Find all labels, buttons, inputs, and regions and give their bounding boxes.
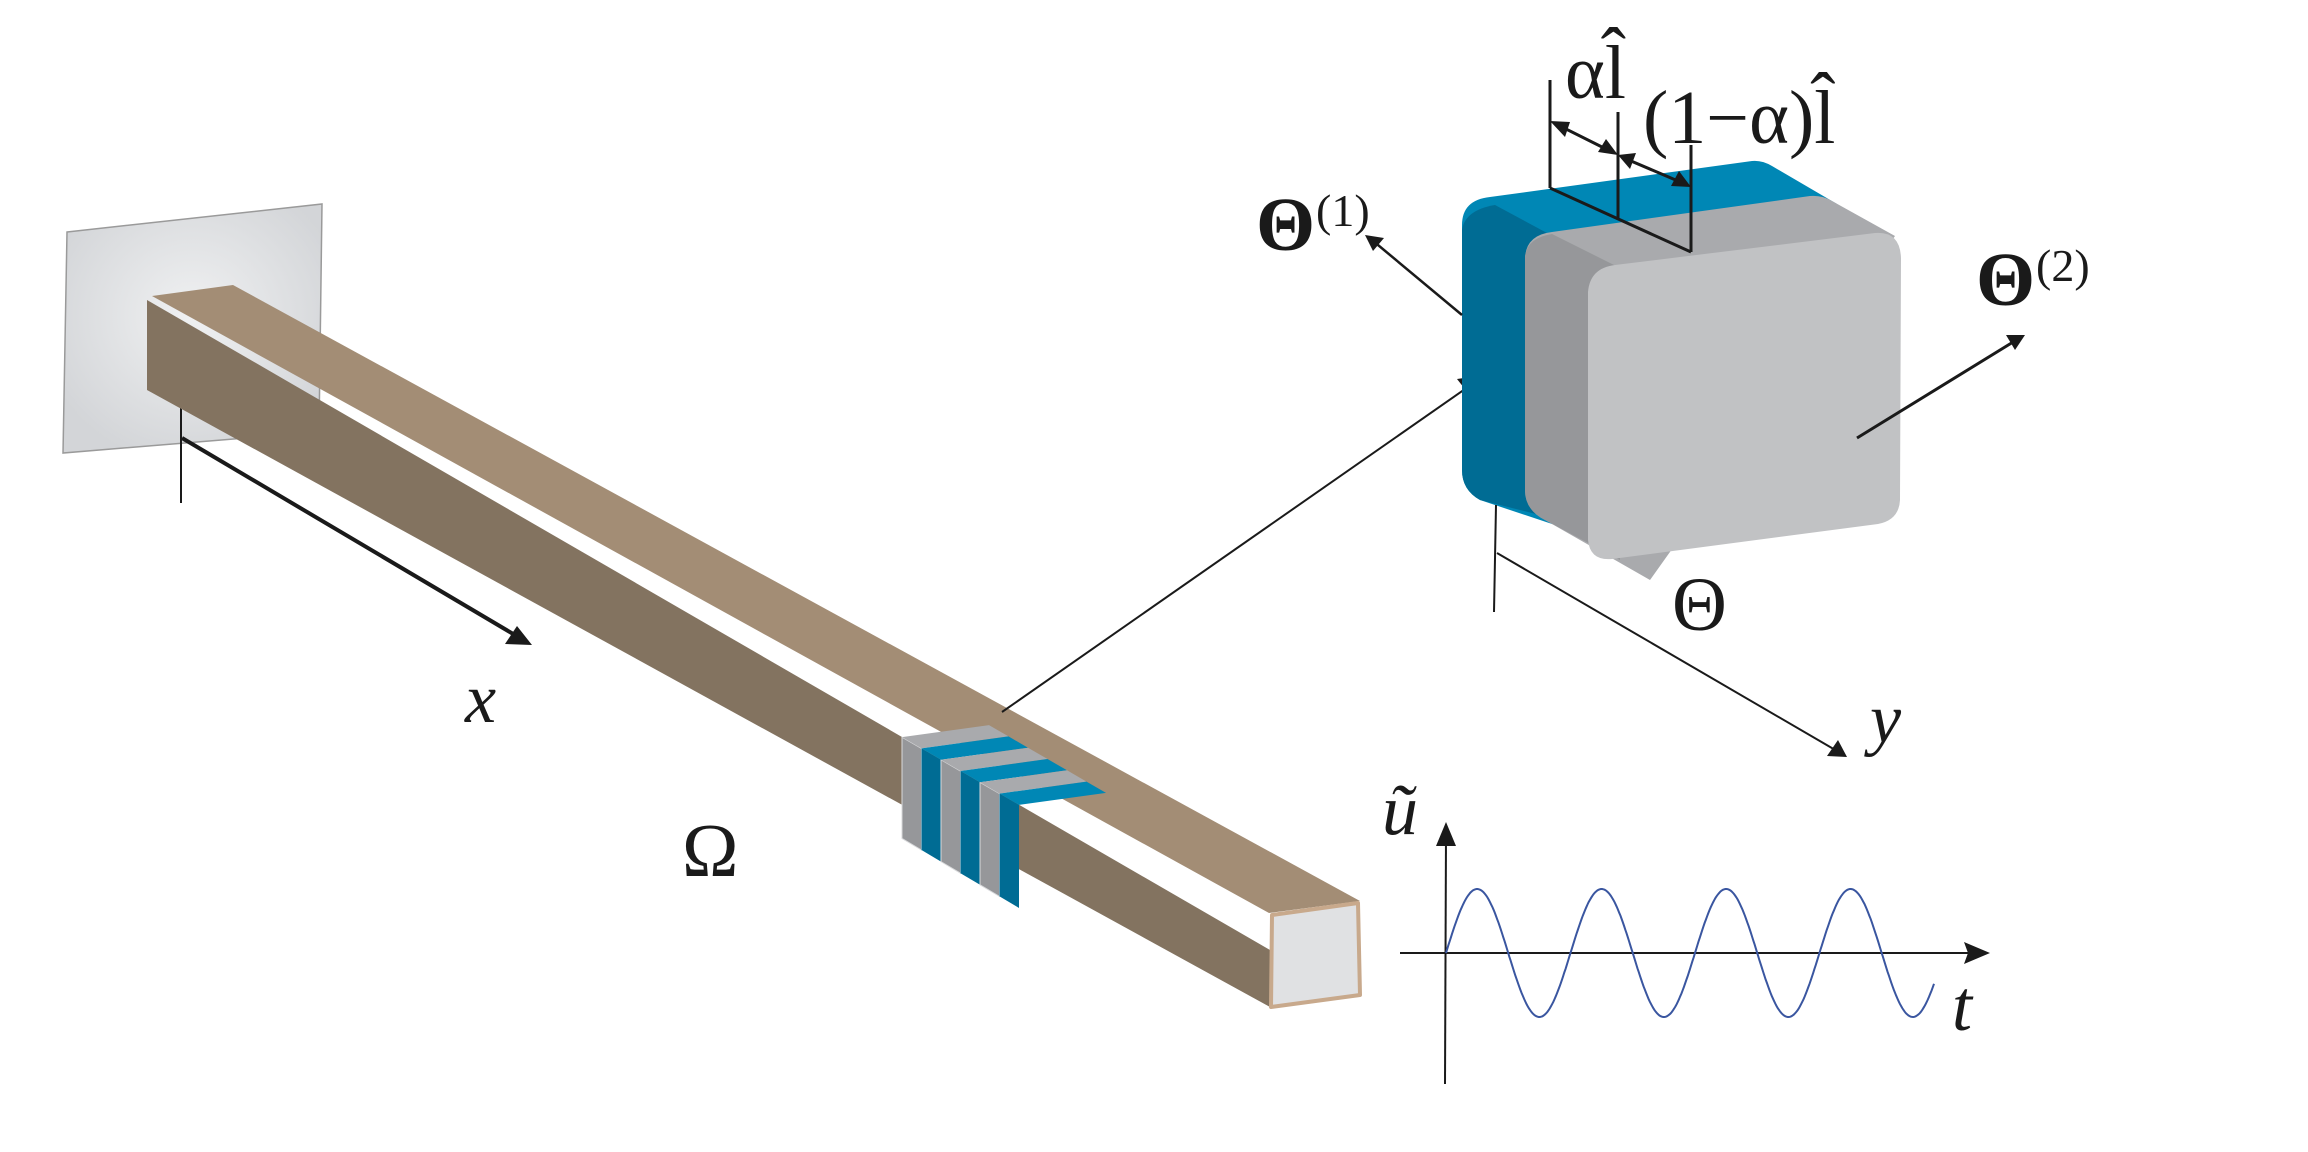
arrowhead bbox=[1618, 153, 1636, 169]
phase1-stripe-side bbox=[921, 748, 941, 862]
sine-wave bbox=[1445, 888, 1935, 1019]
y-axis-label: y bbox=[1864, 681, 1902, 758]
phase2-stripe-top bbox=[941, 747, 1048, 772]
arrowhead bbox=[2006, 335, 2025, 350]
phase1-superscript: (1) bbox=[1316, 185, 1370, 236]
phase2-stripe-top bbox=[902, 725, 1009, 749]
arrowhead bbox=[1365, 235, 1384, 251]
phase2-stripe-side bbox=[979, 781, 1000, 898]
alpha-length-label: αl̂ bbox=[1565, 26, 1626, 115]
dimension-lines bbox=[1548, 80, 1693, 254]
unit-cell bbox=[1462, 160, 1901, 580]
arrowhead bbox=[1671, 171, 1691, 187]
phase2-superscript: (2) bbox=[2036, 240, 2090, 291]
phase2-label: Θ (2) bbox=[1976, 238, 2090, 322]
y-axis-arrowhead bbox=[1827, 740, 1847, 757]
signal-vertical-axis bbox=[1444, 834, 1447, 1085]
phase1-stripe-top bbox=[921, 736, 1028, 760]
y-axis-line bbox=[1496, 552, 1838, 752]
phase1-label: Θ (1) bbox=[1256, 183, 1370, 267]
x-axis bbox=[180, 392, 532, 645]
beam-top-face bbox=[152, 285, 1360, 913]
y-axis-origin-tick bbox=[1493, 504, 1497, 613]
phase1-stripe-top bbox=[999, 781, 1106, 805]
signal-horizontal-arrowhead bbox=[1964, 942, 1990, 964]
phase2-stripe-side bbox=[940, 758, 961, 875]
arrowhead bbox=[1598, 139, 1618, 155]
phase2-pointer bbox=[1856, 335, 2025, 440]
phase1-stripe-side bbox=[960, 771, 980, 885]
phase1-pointer bbox=[1365, 235, 1463, 316]
x-axis-label: x bbox=[464, 661, 496, 738]
phase2-symbol: Θ bbox=[1976, 238, 2035, 322]
signal-x-label: t bbox=[1952, 966, 1974, 1046]
one-minus-alpha-length-label: (1−α)l̂ bbox=[1643, 71, 1836, 160]
unit-cell-front-face bbox=[1588, 232, 1901, 560]
phase2-stripe-top bbox=[980, 770, 1087, 794]
signal-plot bbox=[1400, 822, 1990, 1085]
signal-y-label: ũ bbox=[1382, 770, 1418, 850]
y-axis bbox=[1493, 504, 1847, 757]
zoom-pointer bbox=[1001, 375, 1485, 713]
phase2-stripe-side bbox=[901, 736, 922, 851]
x-axis-line bbox=[180, 436, 522, 640]
beam-end-face bbox=[1269, 901, 1362, 1009]
phase1-symbol: Θ bbox=[1256, 183, 1315, 267]
x-axis-arrowhead bbox=[505, 626, 532, 645]
phase1-stripe-top bbox=[960, 759, 1067, 783]
inclusion-stripes-top bbox=[902, 725, 1106, 805]
phase1-stripe-side bbox=[999, 793, 1019, 908]
signal-vertical-arrowhead bbox=[1436, 822, 1456, 846]
arrowhead bbox=[1550, 121, 1570, 137]
unit-cell-label: Θ bbox=[1672, 563, 1727, 647]
beam bbox=[147, 285, 1362, 1009]
inclusion-stripes-side bbox=[901, 736, 1019, 908]
domain-label: Ω bbox=[682, 809, 738, 893]
beam-side-face bbox=[147, 300, 1270, 1007]
